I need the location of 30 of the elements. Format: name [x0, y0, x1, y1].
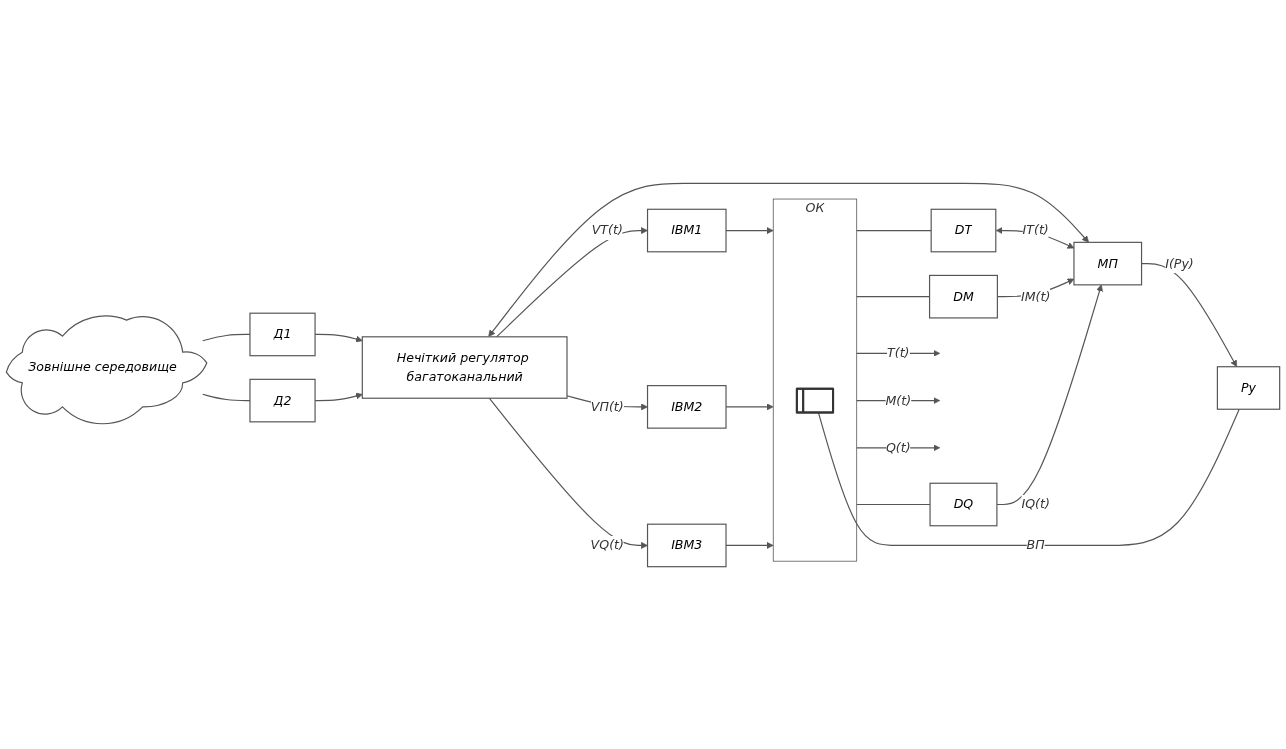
edge-label: VП(t) — [590, 398, 624, 414]
arrow — [996, 284, 1103, 505]
arrow — [488, 397, 648, 549]
edge-label: I(Pу) — [1165, 255, 1194, 271]
arrow — [488, 182, 1089, 337]
arrow — [496, 226, 648, 337]
edge-label: M(t) — [885, 392, 912, 408]
connector — [817, 408, 1240, 546]
node-box: DQ — [929, 482, 998, 526]
cluster: ОК — [772, 198, 858, 562]
connector — [856, 503, 931, 505]
edge-label: T(t) — [887, 344, 910, 360]
edge-label: IM(t) — [1021, 288, 1051, 304]
node-box: DT — [930, 208, 997, 252]
node-box: Д2 — [249, 378, 316, 422]
node-box: DM — [929, 274, 998, 318]
edge-label: Q(t) — [885, 439, 911, 455]
edge-label: IQ(t) — [1021, 496, 1050, 512]
node-box: ІВМ3 — [646, 523, 727, 567]
node-box: ІВМ2 — [646, 384, 727, 429]
node-box: МП — [1073, 241, 1143, 285]
node-box: Д1 — [249, 312, 316, 356]
edge-label: VQ(t) — [590, 537, 624, 553]
node-box: Нечіткий регулятор багатоканальний — [361, 335, 568, 399]
edge-label: VT(t) — [591, 222, 623, 238]
edge-label: ВП — [1026, 537, 1045, 553]
node-box: Pу — [1216, 365, 1281, 410]
edge-label: IT(t) — [1022, 222, 1049, 238]
node-box: ІВМ1 — [646, 208, 727, 252]
connector — [856, 229, 932, 231]
